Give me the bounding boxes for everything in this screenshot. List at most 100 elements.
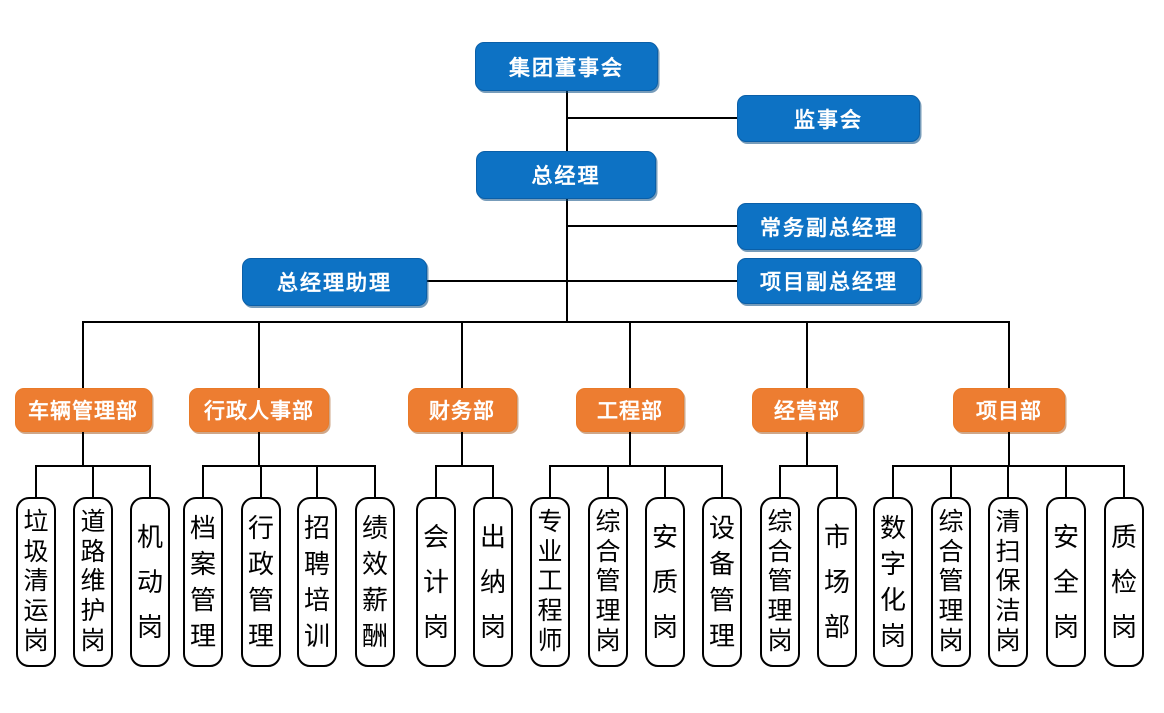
position-label-char: 管	[708, 585, 735, 615]
position-box: 安质岗	[645, 497, 685, 667]
connector-line	[566, 91, 568, 152]
position-label-char: 动	[136, 567, 163, 597]
connector-line	[1007, 465, 1009, 497]
connector-line	[950, 465, 952, 497]
position-label-char: 专	[537, 507, 563, 536]
node-deputy-gm-executive: 常务副总经理	[737, 203, 921, 250]
position-label-char: 管	[767, 567, 793, 596]
position-box: 会计岗	[416, 497, 456, 667]
position-label-char: 运	[23, 597, 49, 626]
position-label-char: 岗	[651, 612, 678, 642]
connector-line	[1008, 321, 1010, 388]
position-label-char: 聘	[303, 549, 330, 579]
connector-line	[202, 465, 376, 467]
connector-line	[374, 465, 376, 497]
position-label-char: 招	[303, 513, 330, 543]
position-label-char: 岗	[23, 627, 49, 656]
department-label: 财务部	[429, 400, 495, 423]
position-label-char: 管	[189, 585, 216, 615]
position-box: 设备管理	[702, 497, 742, 667]
connector-line	[461, 321, 463, 388]
position-label-char: 岗	[80, 627, 106, 656]
position-label-char: 路	[80, 537, 106, 566]
position-label-char: 清	[23, 567, 49, 596]
position-box: 综合管理岗	[760, 497, 800, 667]
position-label-char: 岗	[595, 627, 621, 656]
connector-line	[461, 432, 463, 465]
position-box: 出纳岗	[473, 497, 513, 667]
department-label: 项目部	[976, 400, 1042, 423]
position-box: 专业工程师	[530, 497, 570, 667]
connector-line	[202, 465, 204, 497]
position-label-char: 纳	[479, 567, 506, 597]
position-label-char: 酬	[361, 621, 388, 651]
position-label-char: 管	[938, 567, 964, 596]
department-box: 工程部	[576, 388, 684, 432]
position-label-char: 部	[823, 612, 850, 642]
position-box: 综合管理岗	[588, 497, 628, 667]
position-label-char: 岗	[422, 612, 449, 642]
node-deputy-gm-project: 项目副总经理	[737, 258, 921, 304]
position-label-char: 行	[247, 513, 274, 543]
node-gm-assistant-label: 总经理助理	[277, 272, 392, 295]
node-deputy-gm-project-label: 项目副总经理	[760, 271, 898, 294]
connector-line	[82, 321, 84, 388]
position-label-char: 会	[422, 522, 449, 552]
position-label-char: 圾	[23, 537, 49, 566]
position-box: 绩效薪酬	[355, 497, 395, 667]
position-label-char: 场	[823, 567, 850, 597]
connector-line	[836, 465, 838, 497]
position-label-char: 师	[537, 627, 563, 656]
position-label-char: 出	[479, 522, 506, 552]
position-box: 垃圾清运岗	[16, 497, 56, 667]
position-box: 数字化岗	[873, 497, 913, 667]
node-supervisory-board-label: 监事会	[794, 108, 863, 132]
connector-line	[892, 465, 894, 497]
position-label-char: 质	[1110, 522, 1137, 552]
position-label-char: 工	[537, 567, 563, 596]
connector-line	[149, 465, 151, 497]
position-label-char: 计	[422, 567, 449, 597]
department-box: 项目部	[953, 388, 1065, 432]
position-label-char: 护	[80, 597, 106, 626]
connector-line	[566, 117, 738, 119]
position-label-char: 岗	[479, 612, 506, 642]
position-label-char: 机	[136, 522, 163, 552]
position-label-char: 理	[189, 621, 216, 651]
position-label-char: 管	[247, 585, 274, 615]
position-label-char: 管	[595, 567, 621, 596]
connector-line	[82, 432, 84, 465]
position-label-char: 岗	[995, 627, 1021, 656]
position-box: 质检岗	[1104, 497, 1144, 667]
position-label-char: 理	[938, 597, 964, 626]
position-label-char: 保	[995, 567, 1021, 596]
position-label-char: 清	[995, 507, 1021, 536]
position-label-char: 岗	[1052, 612, 1079, 642]
department-label: 行政人事部	[204, 400, 314, 423]
position-box: 综合管理岗	[931, 497, 971, 667]
position-label-char: 道	[80, 507, 106, 536]
position-label-char: 政	[247, 549, 274, 579]
position-label-char: 理	[708, 621, 735, 651]
position-label-char: 程	[537, 597, 563, 626]
node-supervisory-board: 监事会	[737, 95, 920, 142]
position-box: 行政管理	[241, 497, 281, 667]
position-label-char: 档	[189, 513, 216, 543]
position-label-char: 合	[767, 537, 793, 566]
position-label-char: 洁	[995, 597, 1021, 626]
connector-line	[435, 465, 494, 467]
position-label-char: 安	[651, 522, 678, 552]
position-label-char: 理	[595, 597, 621, 626]
department-box: 经营部	[751, 388, 863, 432]
position-label-char: 垃	[23, 507, 49, 536]
node-deputy-gm-executive-label: 常务副总经理	[760, 216, 898, 240]
position-label-char: 案	[189, 549, 216, 579]
connector-line	[1123, 465, 1125, 497]
position-label-char: 综	[938, 507, 964, 536]
connector-line	[427, 280, 567, 282]
connector-line	[258, 321, 260, 388]
department-box: 行政人事部	[189, 388, 329, 432]
connector-line	[316, 465, 318, 497]
connector-line	[566, 199, 568, 323]
